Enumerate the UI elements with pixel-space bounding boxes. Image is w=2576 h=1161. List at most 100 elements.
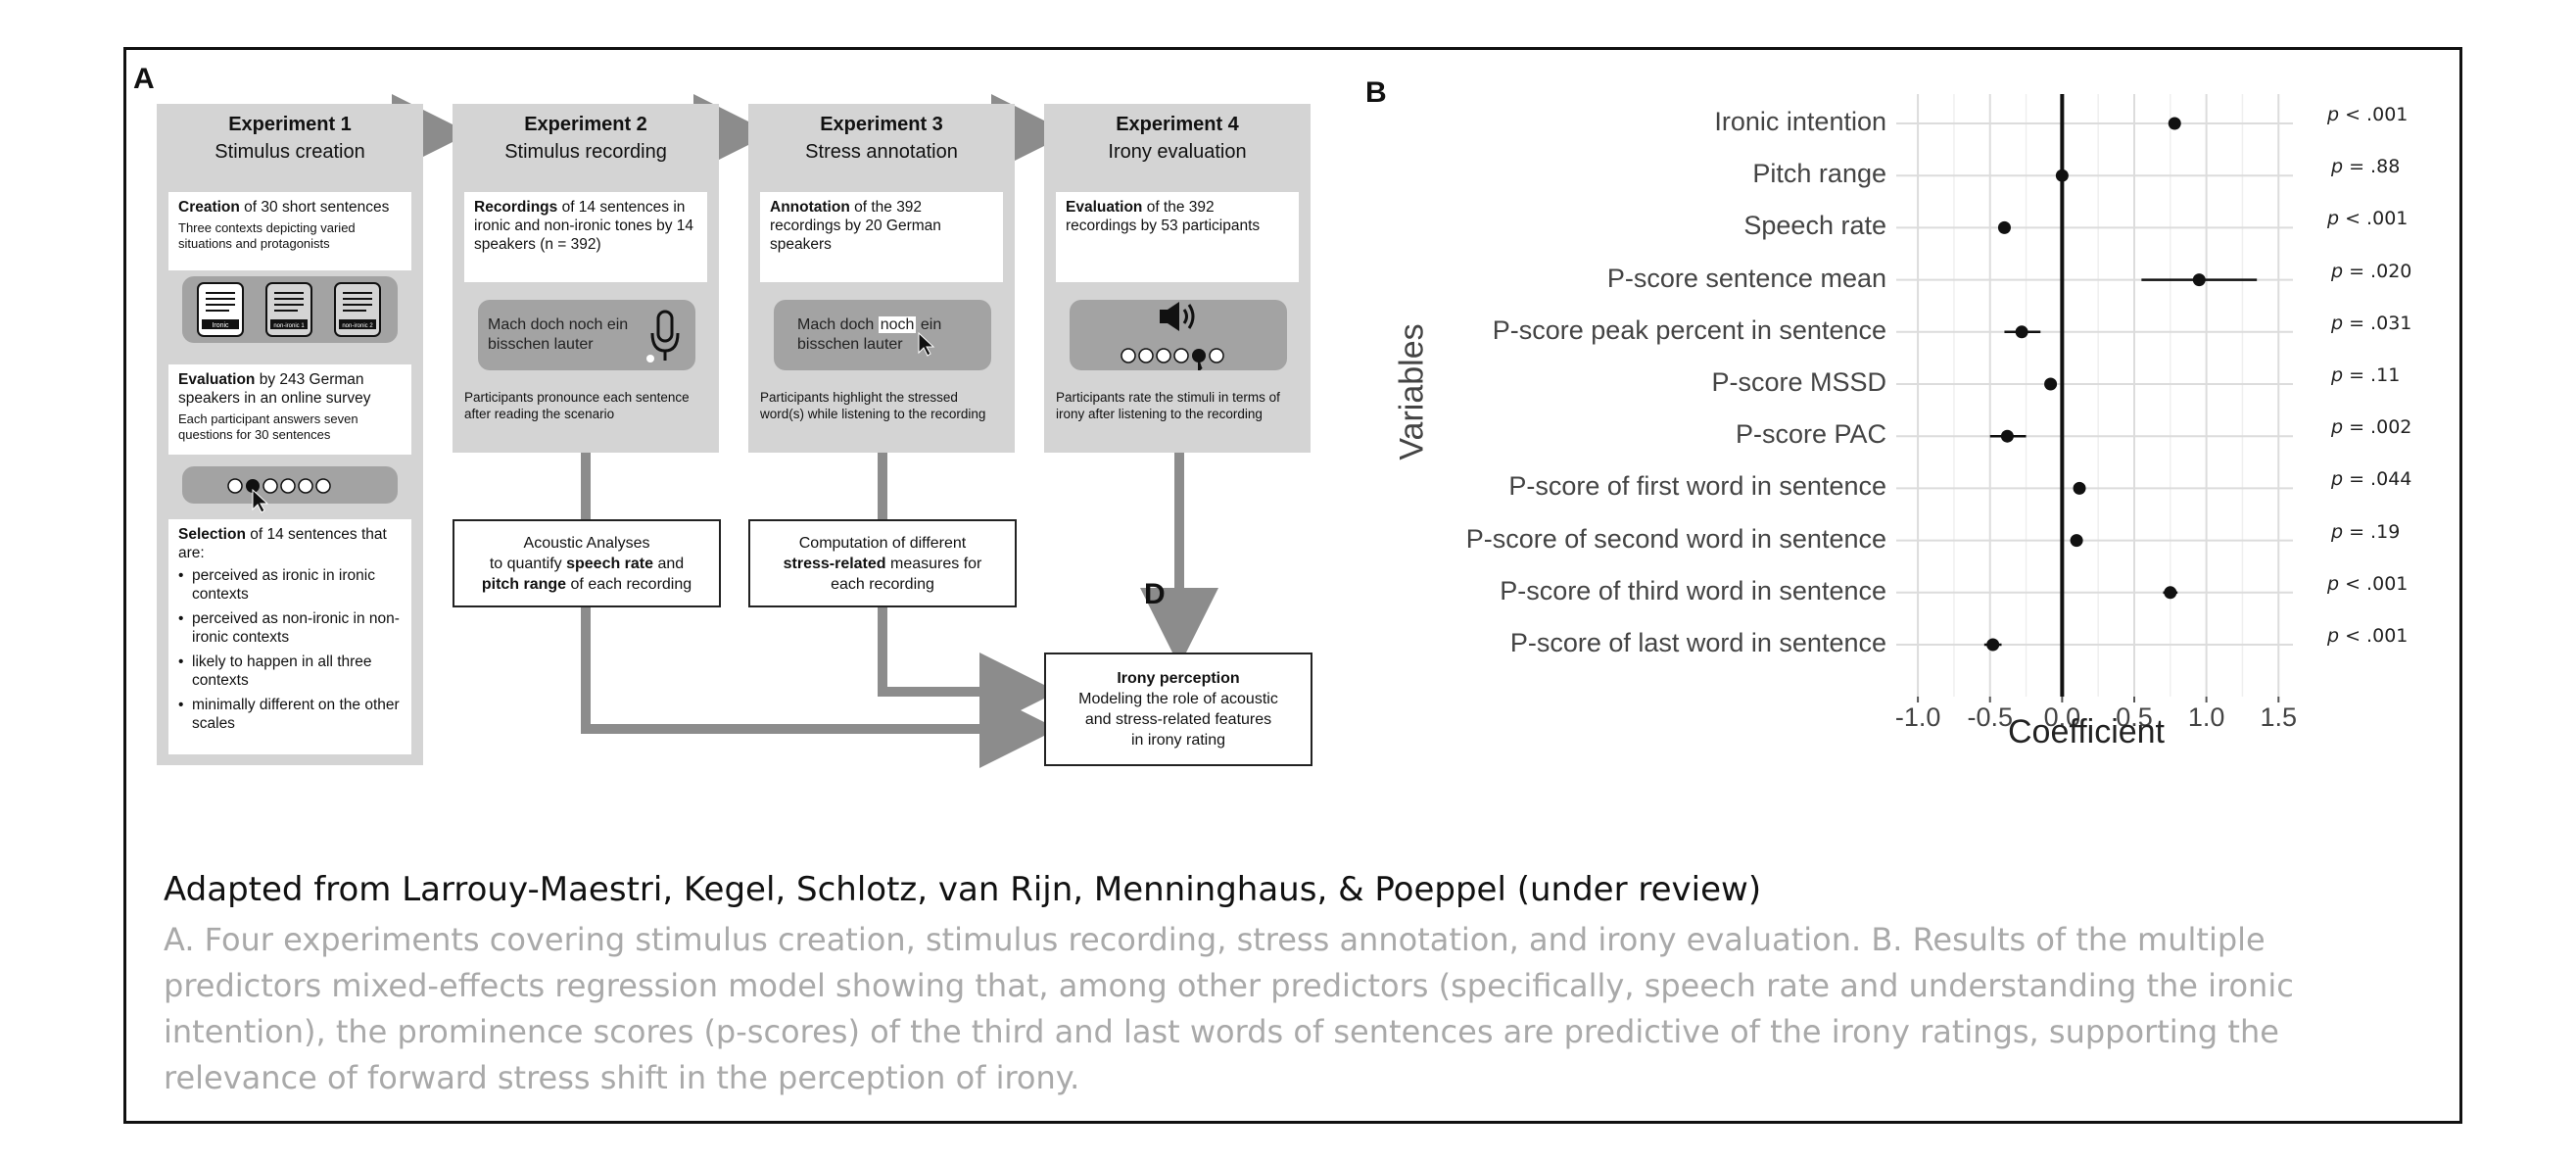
p-value-label: p < .001 [2327,572,2409,595]
irony-rating-box [1070,300,1287,373]
highlighted-word: noch [878,316,917,333]
experiment-1-column: Experiment 1 Stimulus creation Creation … [157,104,423,765]
documents-box: Ironic non-ironic 1 non-ironic 2 [182,276,398,343]
cursor-icon [252,488,269,513]
rating-scale-icon [227,478,331,513]
annotation-note: Participants highlight the stressed word… [760,390,986,421]
evaluation-small: Each participant answers seven questions… [178,411,358,442]
p-value-label: p = .044 [2331,468,2412,491]
variable-label: P-score peak percent in sentence [1492,314,1886,345]
p-value-label: p = .88 [2331,156,2401,178]
coefficient-point [1997,220,2011,234]
annotation-phrase: Mach doch noch ein bisschen lauter [797,315,983,355]
irony-evaluation-text: of the 392 recordings by 53 participants [1066,199,1261,234]
variable-label: P-score sentence mean [1606,263,1886,293]
selection-item: minimally different on the other scales [178,696,402,733]
recording-note: Participants pronounce each sentence aft… [464,390,690,421]
evaluation-card: Evaluation by 243 German speakers in an … [168,364,411,455]
selection-item: perceived as ironic in ironic contexts [178,566,402,604]
x-tick-label: -1.0 [1896,702,1940,732]
experiment-4-title: Experiment 4 [1116,114,1239,135]
doc-nonironic2-icon: non-ironic 2 [334,282,381,337]
variable-label: Pitch range [1752,159,1886,189]
selection-text: of 14 sentences that are: [178,526,387,561]
computation-line1: Computation of different [798,534,967,552]
panel-b-letter: B [1365,76,1387,109]
annotation-phrase-end: ein [916,316,942,333]
p-value-label: p < .001 [2327,208,2409,230]
arrow-computation-irony [878,607,1058,731]
recording-phrase-box: Mach doch noch ein bisschen lauter [478,300,695,370]
caption-body: A. Four experiments covering stimulus cr… [164,921,2294,1096]
variable-label: P-score MSSD [1711,367,1886,397]
y-axis-title-wrap: Variables [1383,323,1442,460]
p-value-label: p = .11 [2331,364,2401,386]
irony-evaluation-bold: Evaluation [1066,199,1143,216]
experiment-4-column: Experiment 4 Irony evaluation Evaluation… [1044,104,1311,453]
experiment-2-subtitle: Stimulus recording [504,141,667,163]
experiment-1-title: Experiment 1 [228,114,352,135]
irony-perception-line1: Modeling the role of acoustic [1078,691,1278,707]
coefficient-point [2192,273,2206,287]
annotation-phrase-start: Mach doch [797,316,879,333]
experiment-3-title: Experiment 3 [820,114,943,135]
y-axis-title: Variables [1393,323,1431,460]
annotation-phrase-line2: bisschen lauter [797,336,903,353]
doc-label-ironic: Ironic [212,322,229,329]
variable-label: P-score PAC [1735,419,1886,450]
computation-line3: each recording [831,575,934,593]
variable-label: P-score of first word in sentence [1508,471,1886,502]
microphone-icon [646,310,680,363]
recordings-bold: Recordings [474,199,558,216]
evaluation-text: by 243 German speakers in an online surv… [178,371,371,407]
experiment-4-subtitle: Irony evaluation [1108,141,1247,163]
coefficient-point [2055,169,2069,182]
coefficient-point [2000,429,2014,443]
x-tick-label: 1.0 [2188,702,2225,732]
selection-item: perceived as non-ironic in non-ironic co… [178,609,402,647]
p-value-label: p = .002 [2331,416,2412,439]
coefficient-point [2070,534,2083,548]
annotation-card: Annotation of the 392 recordings by 20 G… [760,192,1003,282]
computation-bold: stress-related [783,555,886,572]
coefficient-point [2168,117,2181,130]
analysis-line1: Acoustic Analyses [523,534,650,552]
doc-label-nonironic2: non-ironic 2 [342,323,373,329]
caption-title: Adapted from Larrouy-Maestri, Kegel, Sch… [164,870,1762,909]
irony-evaluation-note: Participants rate the stimuli in terms o… [1056,390,1280,421]
selection-item: likely to happen in all three contexts [178,653,402,690]
analysis-and: and [653,555,685,572]
irony-perception-line3: in irony rating [1130,732,1226,749]
p-value-label: p = .19 [2331,520,2401,543]
creation-card: Creation of 30 short sentences Three con… [168,192,411,270]
arrow-analysis-irony [581,607,1058,768]
computation-rest: measures for [885,555,982,572]
experiment-1-subtitle: Stimulus creation [215,141,365,163]
variable-label: P-score of last word in sentence [1509,628,1886,657]
cursor-icon [918,331,935,357]
speaker-icon [1160,302,1195,331]
evaluation-bold: Evaluation [178,371,256,388]
doc-label-nonironic1: non-ironic 1 [273,323,305,329]
analysis-bold-speech-rate: speech rate [566,555,654,572]
coefficient-point [2073,481,2086,495]
x-axis-title: Coefficient [2007,713,2166,750]
rating-scale-box [182,466,398,513]
creation-small: Three contexts depicting varied situatio… [178,220,356,251]
coefficient-point [2044,377,2058,391]
x-tick-label: 1.5 [2260,702,2297,732]
doc-nonironic1-icon: non-ironic 1 [265,282,312,337]
speaker-rating-icons [1121,302,1224,373]
doc-ironic-icon: Ironic [197,282,244,337]
acoustic-analysis-box: Acoustic Analyses to quantify speech rat… [453,519,721,607]
panel-d-letter: D [1144,578,1166,610]
coefficient-point [1986,638,2000,652]
experiment-2-column: Experiment 2 Stimulus recording Recordin… [453,104,719,453]
analysis-line3: of each recording [566,575,692,593]
p-value-label: p < .001 [2327,104,2409,125]
figure-frame [123,47,2462,1124]
coefficient-point [2015,325,2028,339]
variable-label: P-score of third word in sentence [1500,575,1886,605]
recordings-text: of 14 sentences in ironic and non-ironic… [474,199,694,253]
